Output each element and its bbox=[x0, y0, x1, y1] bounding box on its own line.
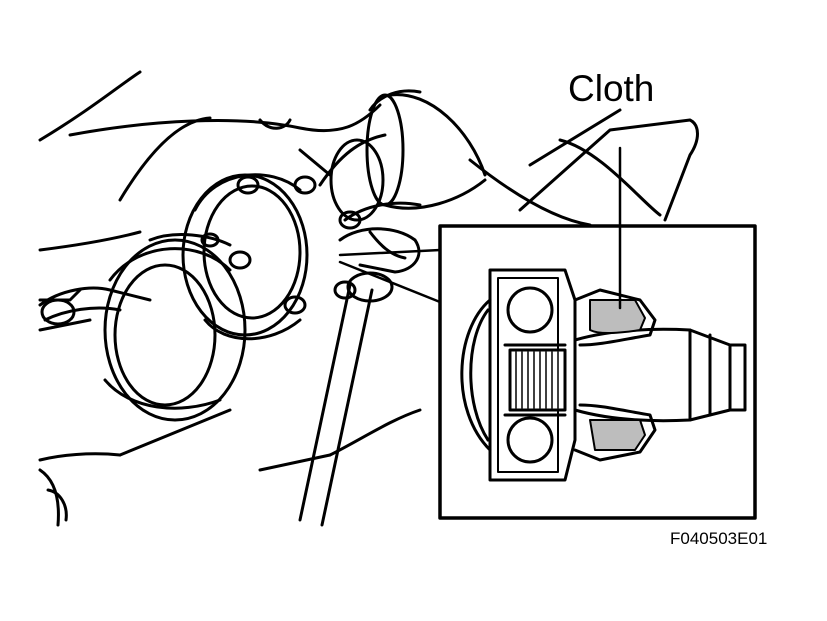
cloth-wrap bbox=[338, 227, 421, 274]
zoom-pointer bbox=[338, 248, 442, 304]
figure-code-label: F040503E01 bbox=[670, 529, 768, 548]
joint-flange bbox=[181, 173, 309, 341]
vehicle-body-lines bbox=[38, 70, 699, 527]
cloth-callout-label: Cloth bbox=[568, 68, 655, 109]
detail-inset-frame bbox=[438, 224, 757, 520]
suspension-link bbox=[38, 271, 394, 527]
spline-hatch bbox=[515, 351, 559, 409]
flange-bolts bbox=[200, 175, 362, 315]
hub-assembly bbox=[103, 233, 247, 422]
drive-shaft bbox=[318, 89, 487, 222]
joint-cross-section bbox=[460, 268, 747, 482]
cloth-fill-stipple bbox=[589, 299, 646, 451]
